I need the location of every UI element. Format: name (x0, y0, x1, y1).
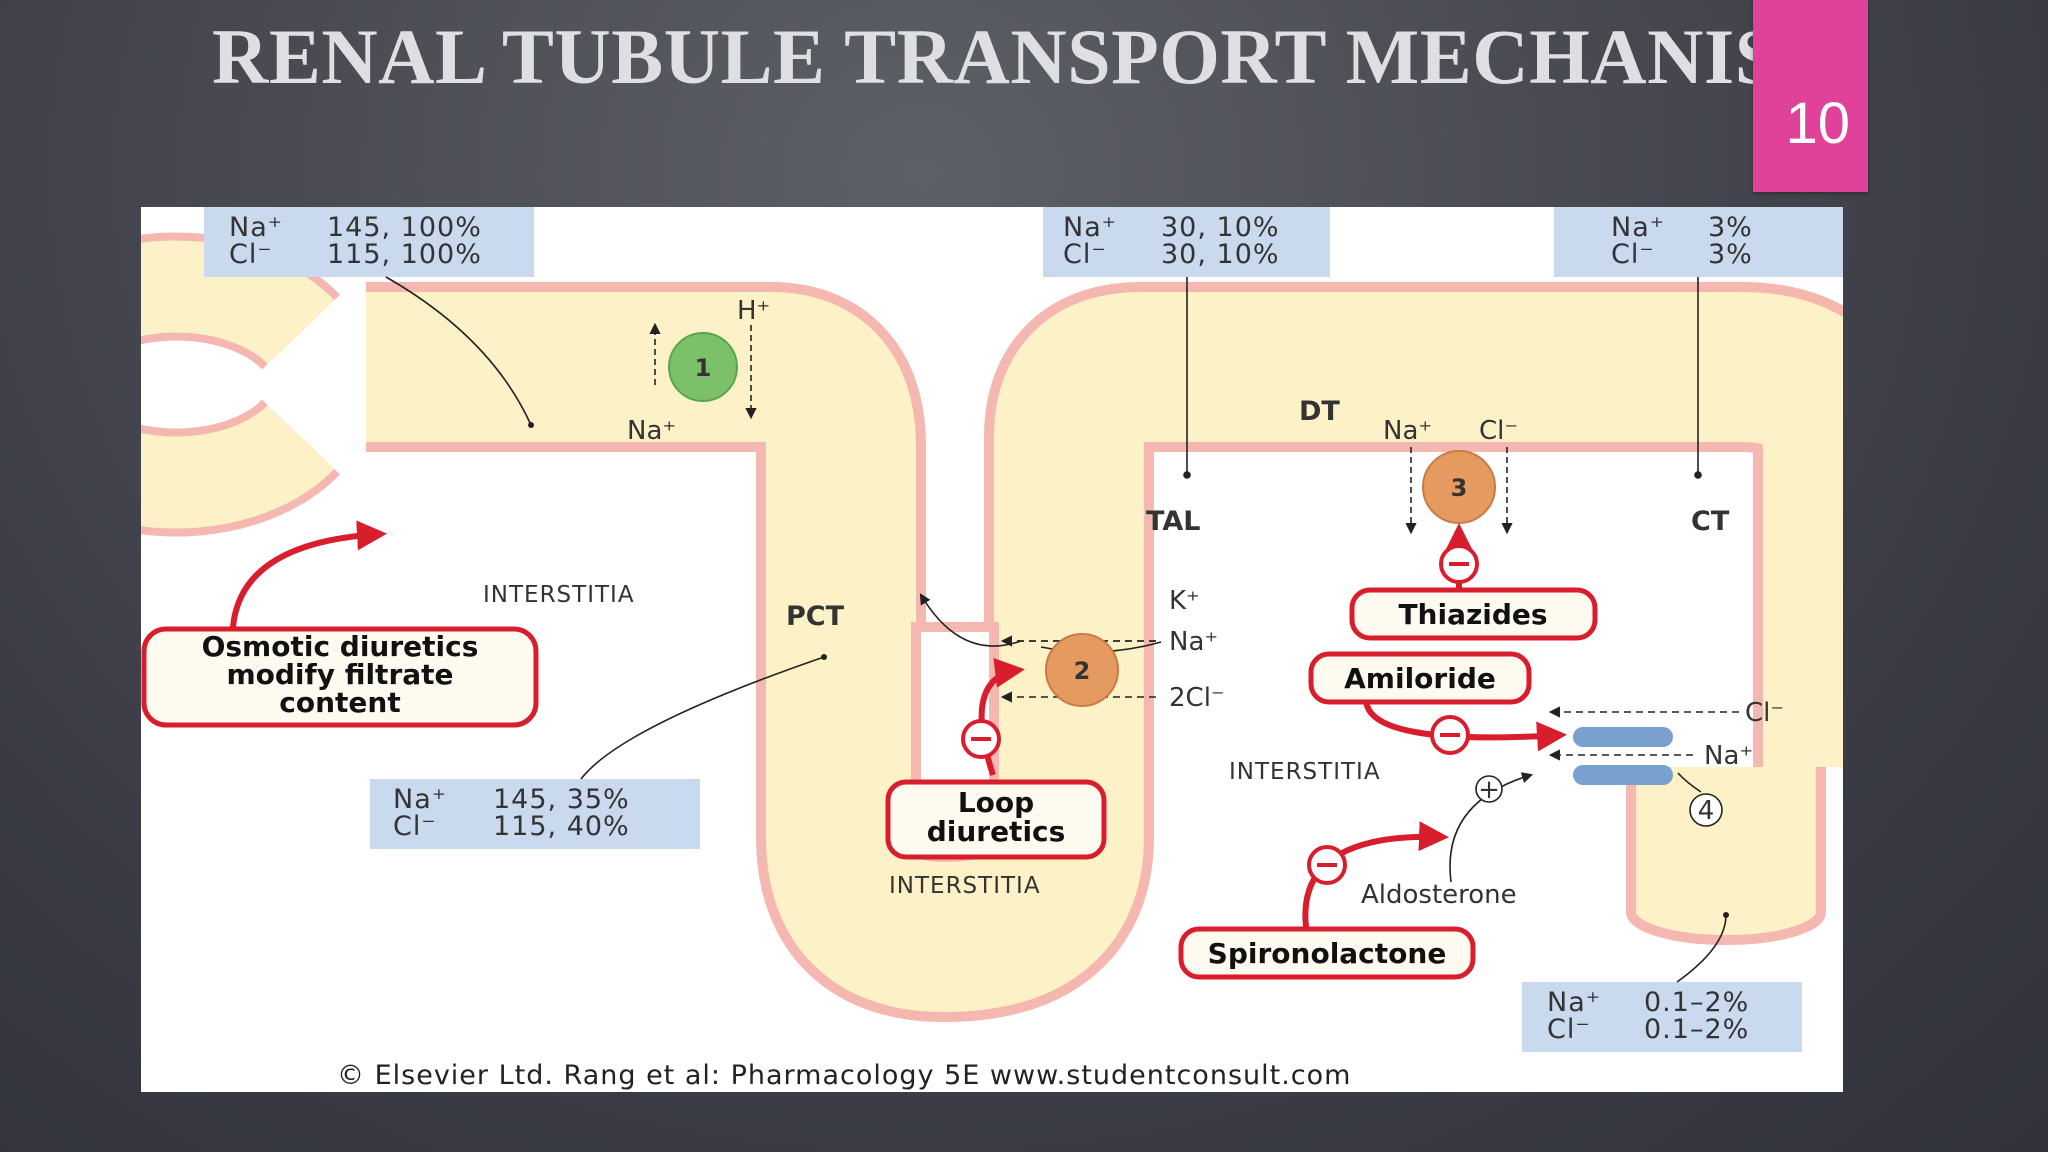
svg-text:30, 10%: 30, 10% (1161, 239, 1280, 270)
leader-lines (385, 276, 1727, 983)
svg-text:Na⁺: Na⁺ (1063, 212, 1117, 243)
conc-box-glomerular: Na⁺ 145, 100% Cl⁻ 115, 100% (204, 207, 534, 277)
segment-label-pct: PCT (786, 601, 845, 632)
svg-text:modify filtrate: modify filtrate (226, 658, 453, 691)
svg-text:145, 100%: 145, 100% (327, 212, 482, 243)
segment-label-ct: CT (1691, 506, 1730, 537)
transporter-4: 4 Cl⁻ Na⁺ (1548, 698, 1784, 827)
segment-label-tal: TAL (1146, 506, 1200, 537)
interstitia-label-left: INTERSTITIA (483, 582, 635, 608)
credit-line: © Elsevier Ltd. Rang et al: Pharmacology… (337, 1060, 1351, 1091)
drug-spironolactone: Spironolactone (1178, 821, 1476, 980)
t1-h-ion: H⁺ (737, 296, 770, 326)
slide-number: 10 (1785, 91, 1850, 156)
svg-text:Cl⁻: Cl⁻ (393, 811, 437, 842)
svg-text:4: 4 (1698, 796, 1715, 826)
t4-cl-ion: Cl⁻ (1745, 698, 1784, 728)
interstitia-label-bottom: INTERSTITIA (889, 873, 1041, 899)
svg-text:Cl⁻: Cl⁻ (1063, 239, 1107, 270)
svg-text:Na⁺: Na⁺ (229, 212, 283, 243)
t2-k-ion: K⁺ (1169, 586, 1200, 616)
svg-text:Cl⁻: Cl⁻ (1547, 1014, 1591, 1045)
svg-text:+: + (1478, 775, 1500, 805)
slide-title: RENAL TUBULE TRANSPORT MECHANISM (212, 13, 1853, 100)
conc-box-tal: Na⁺ 30, 10% Cl⁻ 30, 10% (1043, 207, 1330, 277)
drug-amiloride: Amiloride (1308, 651, 1567, 755)
t3-cl-ion: Cl⁻ (1479, 416, 1518, 446)
svg-text:Cl⁻: Cl⁻ (229, 239, 273, 270)
svg-text:0.1–2%: 0.1–2% (1644, 1014, 1749, 1045)
slide-number-badge: 10 (1753, 0, 1868, 192)
svg-text:115, 40%: 115, 40% (493, 811, 630, 842)
drug-osmotic: Osmotic diuretics modify filtrate conten… (141, 520, 539, 728)
aldosterone: + Aldosterone (1361, 772, 1534, 910)
drug-thiazides: Thiazides (1349, 523, 1598, 641)
t3-na-ion: Na⁺ (1383, 416, 1432, 446)
svg-text:0.1–2%: 0.1–2% (1644, 987, 1749, 1018)
svg-text:3%: 3% (1708, 239, 1753, 270)
svg-text:145, 35%: 145, 35% (493, 784, 630, 815)
aldosterone-label: Aldosterone (1361, 880, 1517, 910)
interstitia-label-right: INTERSTITIA (1229, 759, 1381, 785)
svg-text:3%: 3% (1708, 212, 1753, 243)
svg-text:Na⁺: Na⁺ (1611, 212, 1665, 243)
segment-label-dt: DT (1299, 396, 1340, 427)
svg-text:Amiloride: Amiloride (1344, 662, 1496, 695)
conc-box-ct: Na⁺ 0.1–2% Cl⁻ 0.1–2% (1522, 982, 1802, 1052)
transporter-1: 1 H⁺ Na⁺ (627, 296, 770, 446)
svg-text:content: content (279, 686, 400, 719)
svg-text:Cl⁻: Cl⁻ (1611, 239, 1655, 270)
svg-text:115, 100%: 115, 100% (327, 239, 482, 270)
transporter-2: 2 K⁺ Na⁺ 2Cl⁻ (919, 586, 1225, 713)
svg-text:Na⁺: Na⁺ (393, 784, 447, 815)
t1-na-ion: Na⁺ (627, 416, 676, 446)
svg-text:30, 10%: 30, 10% (1161, 212, 1280, 243)
svg-text:2: 2 (1074, 657, 1091, 685)
svg-text:Loop: Loop (958, 786, 1034, 819)
svg-text:Spironolactone: Spironolactone (1208, 937, 1447, 970)
svg-text:Na⁺: Na⁺ (1547, 987, 1601, 1018)
ct-lumen (1636, 767, 1816, 912)
svg-text:Osmotic diuretics: Osmotic diuretics (202, 630, 479, 663)
t2-na-ion: Na⁺ (1169, 627, 1218, 657)
t4-na-ion: Na⁺ (1704, 741, 1753, 771)
diagram-panel: PCT TAL DT CT INTERSTITIA INTERSTITIA IN… (0, 207, 1923, 1092)
svg-text:diuretics: diuretics (927, 815, 1066, 848)
transporter-3: 3 Na⁺ Cl⁻ (1383, 416, 1518, 535)
t2-cl-ion: 2Cl⁻ (1169, 683, 1225, 713)
drug-loop: Loop diuretics (885, 658, 1107, 860)
svg-text:Thiazides: Thiazides (1398, 598, 1547, 631)
conc-box-dt: Na⁺ 3% Cl⁻ 3% (1554, 207, 1843, 277)
renal-tubule-diagram: PCT TAL DT CT INTERSTITIA INTERSTITIA IN… (0, 207, 1923, 1091)
conc-box-pct: Na⁺ 145, 35% Cl⁻ 115, 40% (370, 779, 700, 849)
svg-text:1: 1 (695, 354, 712, 382)
svg-text:3: 3 (1451, 474, 1468, 502)
